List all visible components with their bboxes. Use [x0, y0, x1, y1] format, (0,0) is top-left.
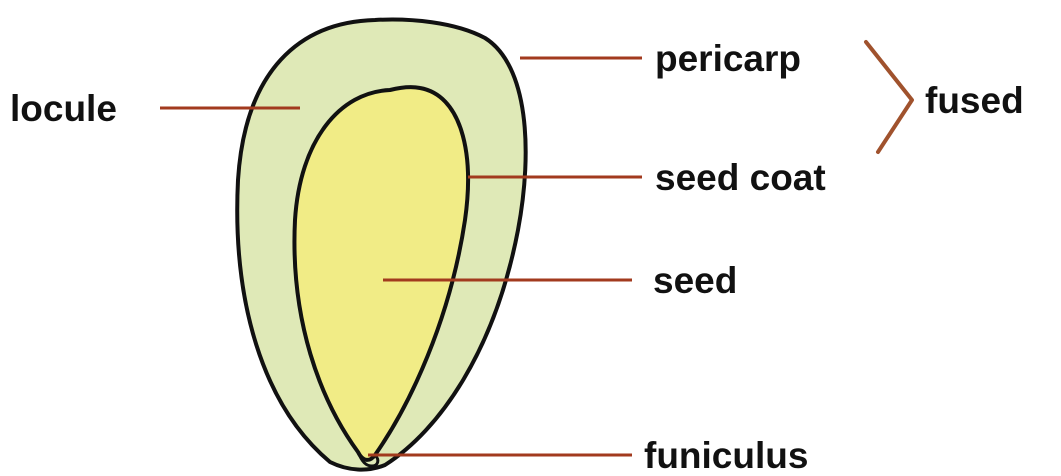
locule-label: locule [10, 88, 117, 129]
seed-label: seed [653, 260, 737, 301]
funiculus-label: funiculus [644, 435, 808, 476]
fused-label: fused [925, 80, 1024, 121]
seed-coat-label: seed coat [655, 157, 826, 198]
fused-bracket [866, 42, 912, 152]
pericarp-label: pericarp [655, 38, 801, 79]
